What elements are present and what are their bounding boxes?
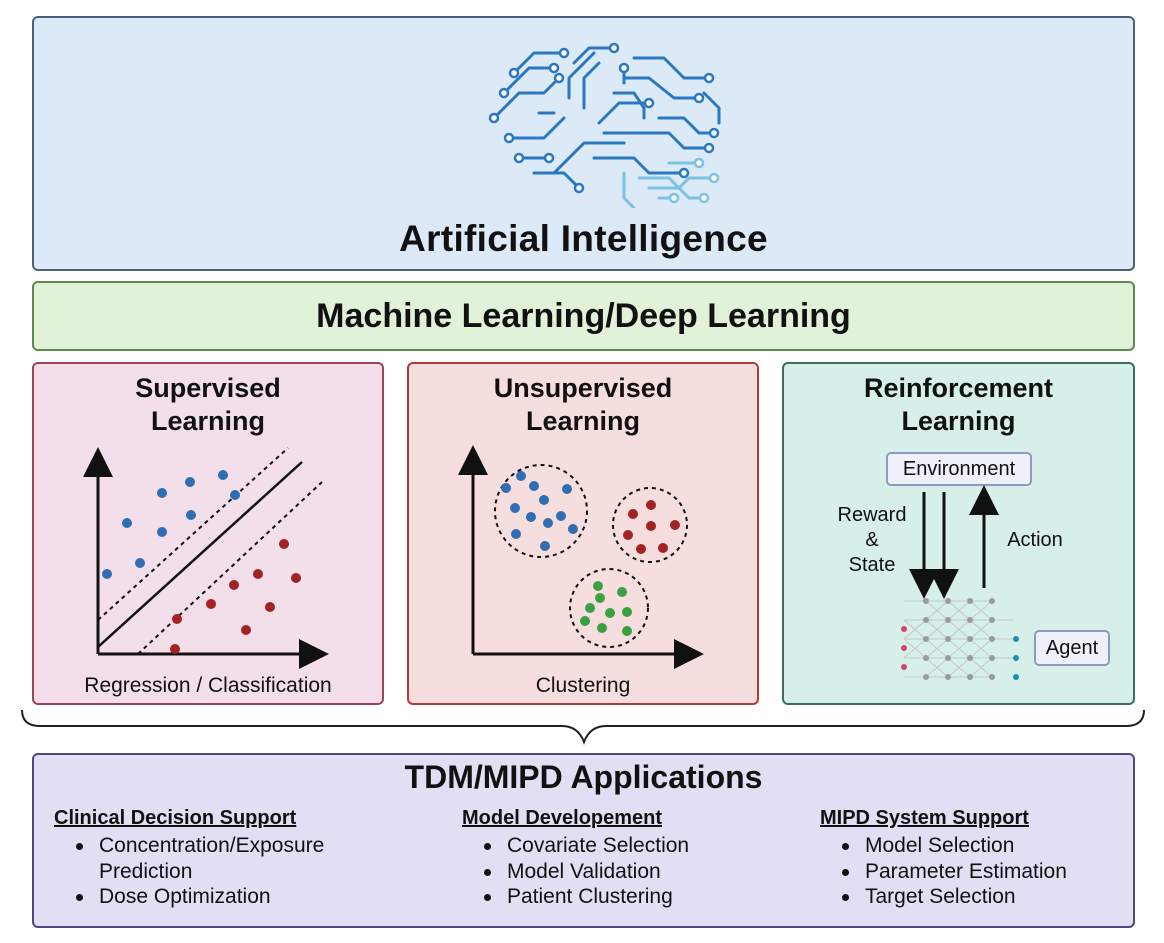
column-heading: MIPD System Support	[820, 807, 1029, 829]
list-item: Model Validation	[462, 859, 762, 885]
clustering-icon	[458, 445, 704, 669]
clinical-decision-support-column: Clinical Decision Support Concentration/…	[54, 807, 434, 910]
list-item: Covariate Selection	[462, 833, 762, 859]
agent-environment-diagram	[901, 485, 1019, 680]
unsupervised-panel: Unsupervised Learning Clustering	[407, 362, 759, 705]
tdm-applications-box: TDM/MIPD Applications Clinical Decision …	[32, 753, 1135, 928]
reinforcement-title: Reinforcement Learning	[863, 373, 1054, 436]
supervised-caption: Regression / Classification	[84, 674, 332, 697]
agent-chip: Agent	[1034, 630, 1110, 666]
ml-title: Machine Learning/Deep Learning	[316, 297, 851, 335]
tdm-title: TDM/MIPD Applications	[404, 759, 763, 795]
list-item: Model Selection	[820, 833, 1120, 859]
unsupervised-title: Unsupervised Learning	[493, 373, 673, 436]
regression-classification-icon	[83, 447, 329, 669]
ai-box: Artificial Intelligence	[32, 16, 1135, 271]
column-heading: Model Developement	[462, 807, 663, 829]
environment-chip: Environment	[886, 452, 1032, 486]
supervised-panel: Supervised Learning Regression / Classif…	[32, 362, 384, 705]
brain-circuit-icon	[488, 42, 721, 208]
column-heading: Clinical Decision Support	[54, 807, 297, 829]
list-item: Parameter Estimation	[820, 859, 1120, 885]
mipd-system-support-column: MIPD System Support Model Selection Para…	[820, 807, 1120, 910]
list-item: Patient Clustering	[462, 884, 762, 910]
unsupervised-caption: Clustering	[535, 674, 631, 697]
supervised-title: Supervised Learning	[135, 373, 281, 436]
reinforcement-panel: Reinforcement Learning Environment Rewar…	[782, 362, 1135, 705]
list-item: Concentration/Exposure Prediction	[54, 833, 374, 884]
list-item: Dose Optimization	[54, 884, 434, 910]
curly-brace-connector	[21, 709, 1145, 745]
ai-title: Artificial Intelligence	[399, 218, 768, 259]
list-item: Target Selection	[820, 884, 1120, 910]
ml-box: Machine Learning/Deep Learning	[32, 281, 1135, 351]
reward-state-label: Reward & State	[837, 504, 907, 576]
model-development-column: Model Developement Covariate Selection M…	[462, 807, 762, 910]
action-label: Action	[1007, 529, 1063, 551]
